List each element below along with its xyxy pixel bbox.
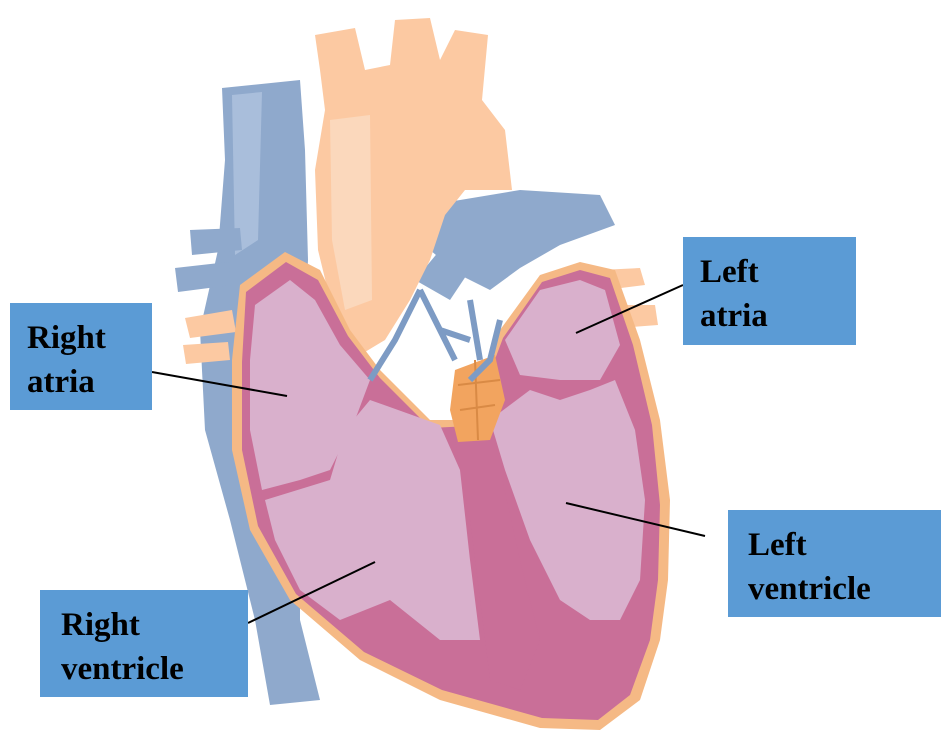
- label-left-atria-line2: atria: [700, 294, 856, 338]
- label-right-ventricle-line1: Right: [61, 603, 248, 647]
- label-left-atria-line1: Left: [700, 250, 856, 294]
- label-right-ventricle-line2: ventricle: [61, 647, 248, 691]
- label-left-ventricle-line2: ventricle: [748, 567, 941, 611]
- label-right-atria: Right atria: [10, 303, 152, 410]
- label-right-ventricle: Right ventricle: [40, 590, 248, 697]
- label-right-atria-line1: Right: [27, 316, 152, 360]
- label-right-atria-line2: atria: [27, 360, 152, 404]
- label-left-ventricle-line1: Left: [748, 523, 941, 567]
- left-atrium-chamber: [505, 280, 620, 380]
- label-left-ventricle: Left ventricle: [728, 510, 941, 617]
- label-left-atria: Left atria: [683, 237, 856, 345]
